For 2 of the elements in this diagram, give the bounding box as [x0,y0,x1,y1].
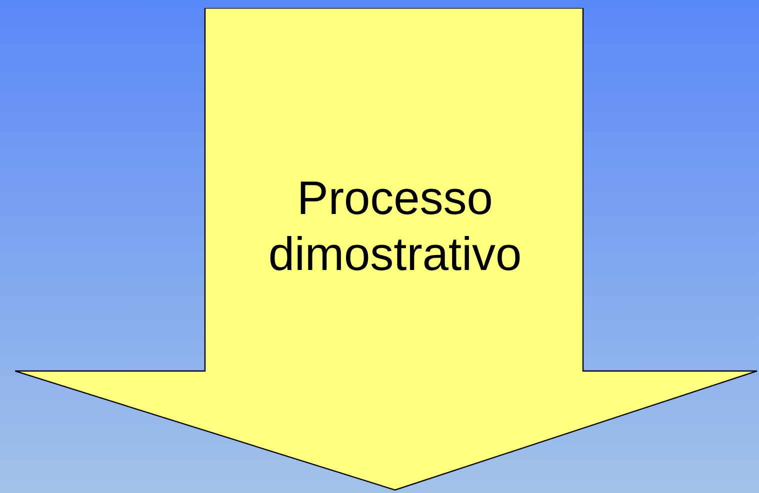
block-arrow [15,8,758,491]
arrow-label: Processo dimostrativo [267,170,523,282]
